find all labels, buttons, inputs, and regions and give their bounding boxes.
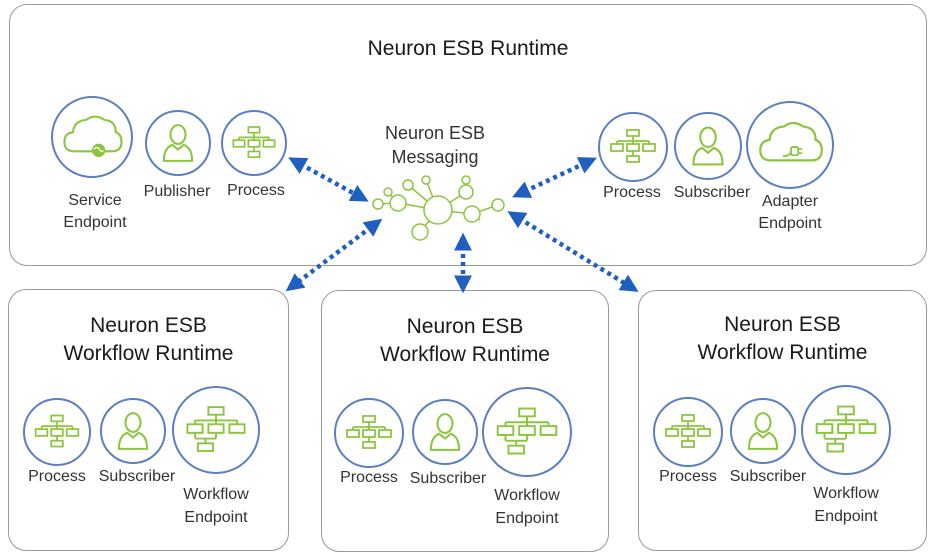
person-icon bbox=[117, 412, 149, 450]
workflow-endpoint-circle-wf2 bbox=[482, 387, 572, 477]
process-circle-top-left bbox=[221, 110, 287, 176]
process-flow-icon bbox=[610, 129, 656, 163]
cloud-plug-icon bbox=[759, 121, 823, 162]
process-label-top-left: Process bbox=[227, 182, 285, 199]
publisher-label: Publisher bbox=[143, 183, 211, 200]
subscriber-circle-top bbox=[674, 112, 742, 180]
cloud-globe-icon bbox=[63, 115, 123, 157]
service-endpoint-label-line1: Service bbox=[68, 192, 122, 209]
person-icon bbox=[162, 124, 194, 162]
subscriber-label-wf2: Subscriber bbox=[409, 470, 487, 487]
messaging-label-line1: Neuron ESB bbox=[384, 123, 486, 143]
adapter-endpoint-label-line2: Endpoint bbox=[758, 215, 822, 232]
workflow-runtime-title-2-line1: Neuron ESB bbox=[406, 315, 524, 338]
service-endpoint-label-line2: Endpoint bbox=[63, 214, 127, 231]
process-label-wf3: Process bbox=[659, 468, 717, 485]
workflow-endpoint-label-wf1-line1: Workflow bbox=[183, 486, 249, 503]
process-circle-wf1 bbox=[23, 398, 91, 466]
workflow-endpoint-label-wf2-line2: Endpoint bbox=[495, 510, 559, 527]
process-label-wf2: Process bbox=[340, 469, 398, 486]
process-flow-icon bbox=[232, 126, 276, 158]
workflow-icon bbox=[815, 405, 877, 453]
workflow-runtime-title-3-line2: Workflow Runtime bbox=[697, 341, 868, 364]
esb-runtime-title: Neuron ESB Runtime bbox=[367, 37, 569, 60]
service-endpoint-circle bbox=[51, 96, 133, 178]
workflow-endpoint-label-wf3-line1: Workflow bbox=[813, 485, 879, 502]
messaging-label-line2: Messaging bbox=[391, 147, 479, 167]
person-icon bbox=[692, 126, 724, 166]
workflow-runtime-title-1-line1: Neuron ESB bbox=[90, 314, 207, 337]
workflow-runtime-title-1-line2: Workflow Runtime bbox=[63, 342, 234, 365]
adapter-endpoint-circle bbox=[746, 101, 834, 189]
process-flow-icon bbox=[34, 414, 80, 448]
subscriber-label-wf1: Subscriber bbox=[98, 468, 176, 485]
workflow-icon bbox=[496, 407, 558, 455]
workflow-endpoint-label-wf2-line1: Workflow bbox=[494, 487, 560, 504]
workflow-endpoint-label-wf1-line2: Endpoint bbox=[184, 509, 248, 526]
subscriber-label-wf3: Subscriber bbox=[729, 468, 807, 485]
process-circle-top-right bbox=[598, 112, 668, 182]
adapter-endpoint-label-line1: Adapter bbox=[761, 193, 819, 210]
process-circle-wf3 bbox=[653, 397, 723, 467]
subscriber-circle-wf3 bbox=[730, 398, 796, 464]
person-icon bbox=[747, 412, 779, 450]
workflow-endpoint-label-wf3-line2: Endpoint bbox=[814, 508, 878, 525]
subscriber-label-top: Subscriber bbox=[673, 184, 751, 201]
workflow-runtime-title-3-line1: Neuron ESB bbox=[724, 313, 841, 336]
workflow-endpoint-circle-wf3 bbox=[801, 385, 891, 475]
process-label-top-right: Process bbox=[603, 184, 661, 201]
workflow-endpoint-circle-wf1 bbox=[172, 386, 260, 474]
process-flow-icon bbox=[665, 414, 711, 448]
network-hub-icon bbox=[372, 175, 505, 241]
publisher-circle bbox=[145, 110, 211, 176]
process-flow-icon bbox=[346, 415, 392, 449]
process-circle-wf2 bbox=[334, 398, 404, 468]
subscriber-circle-wf2 bbox=[412, 399, 478, 465]
subscriber-circle-wf1 bbox=[100, 398, 166, 464]
workflow-icon bbox=[186, 406, 246, 452]
workflow-runtime-title-2-line2: Workflow Runtime bbox=[380, 343, 550, 366]
person-icon bbox=[429, 413, 461, 451]
process-label-wf1: Process bbox=[28, 468, 86, 485]
